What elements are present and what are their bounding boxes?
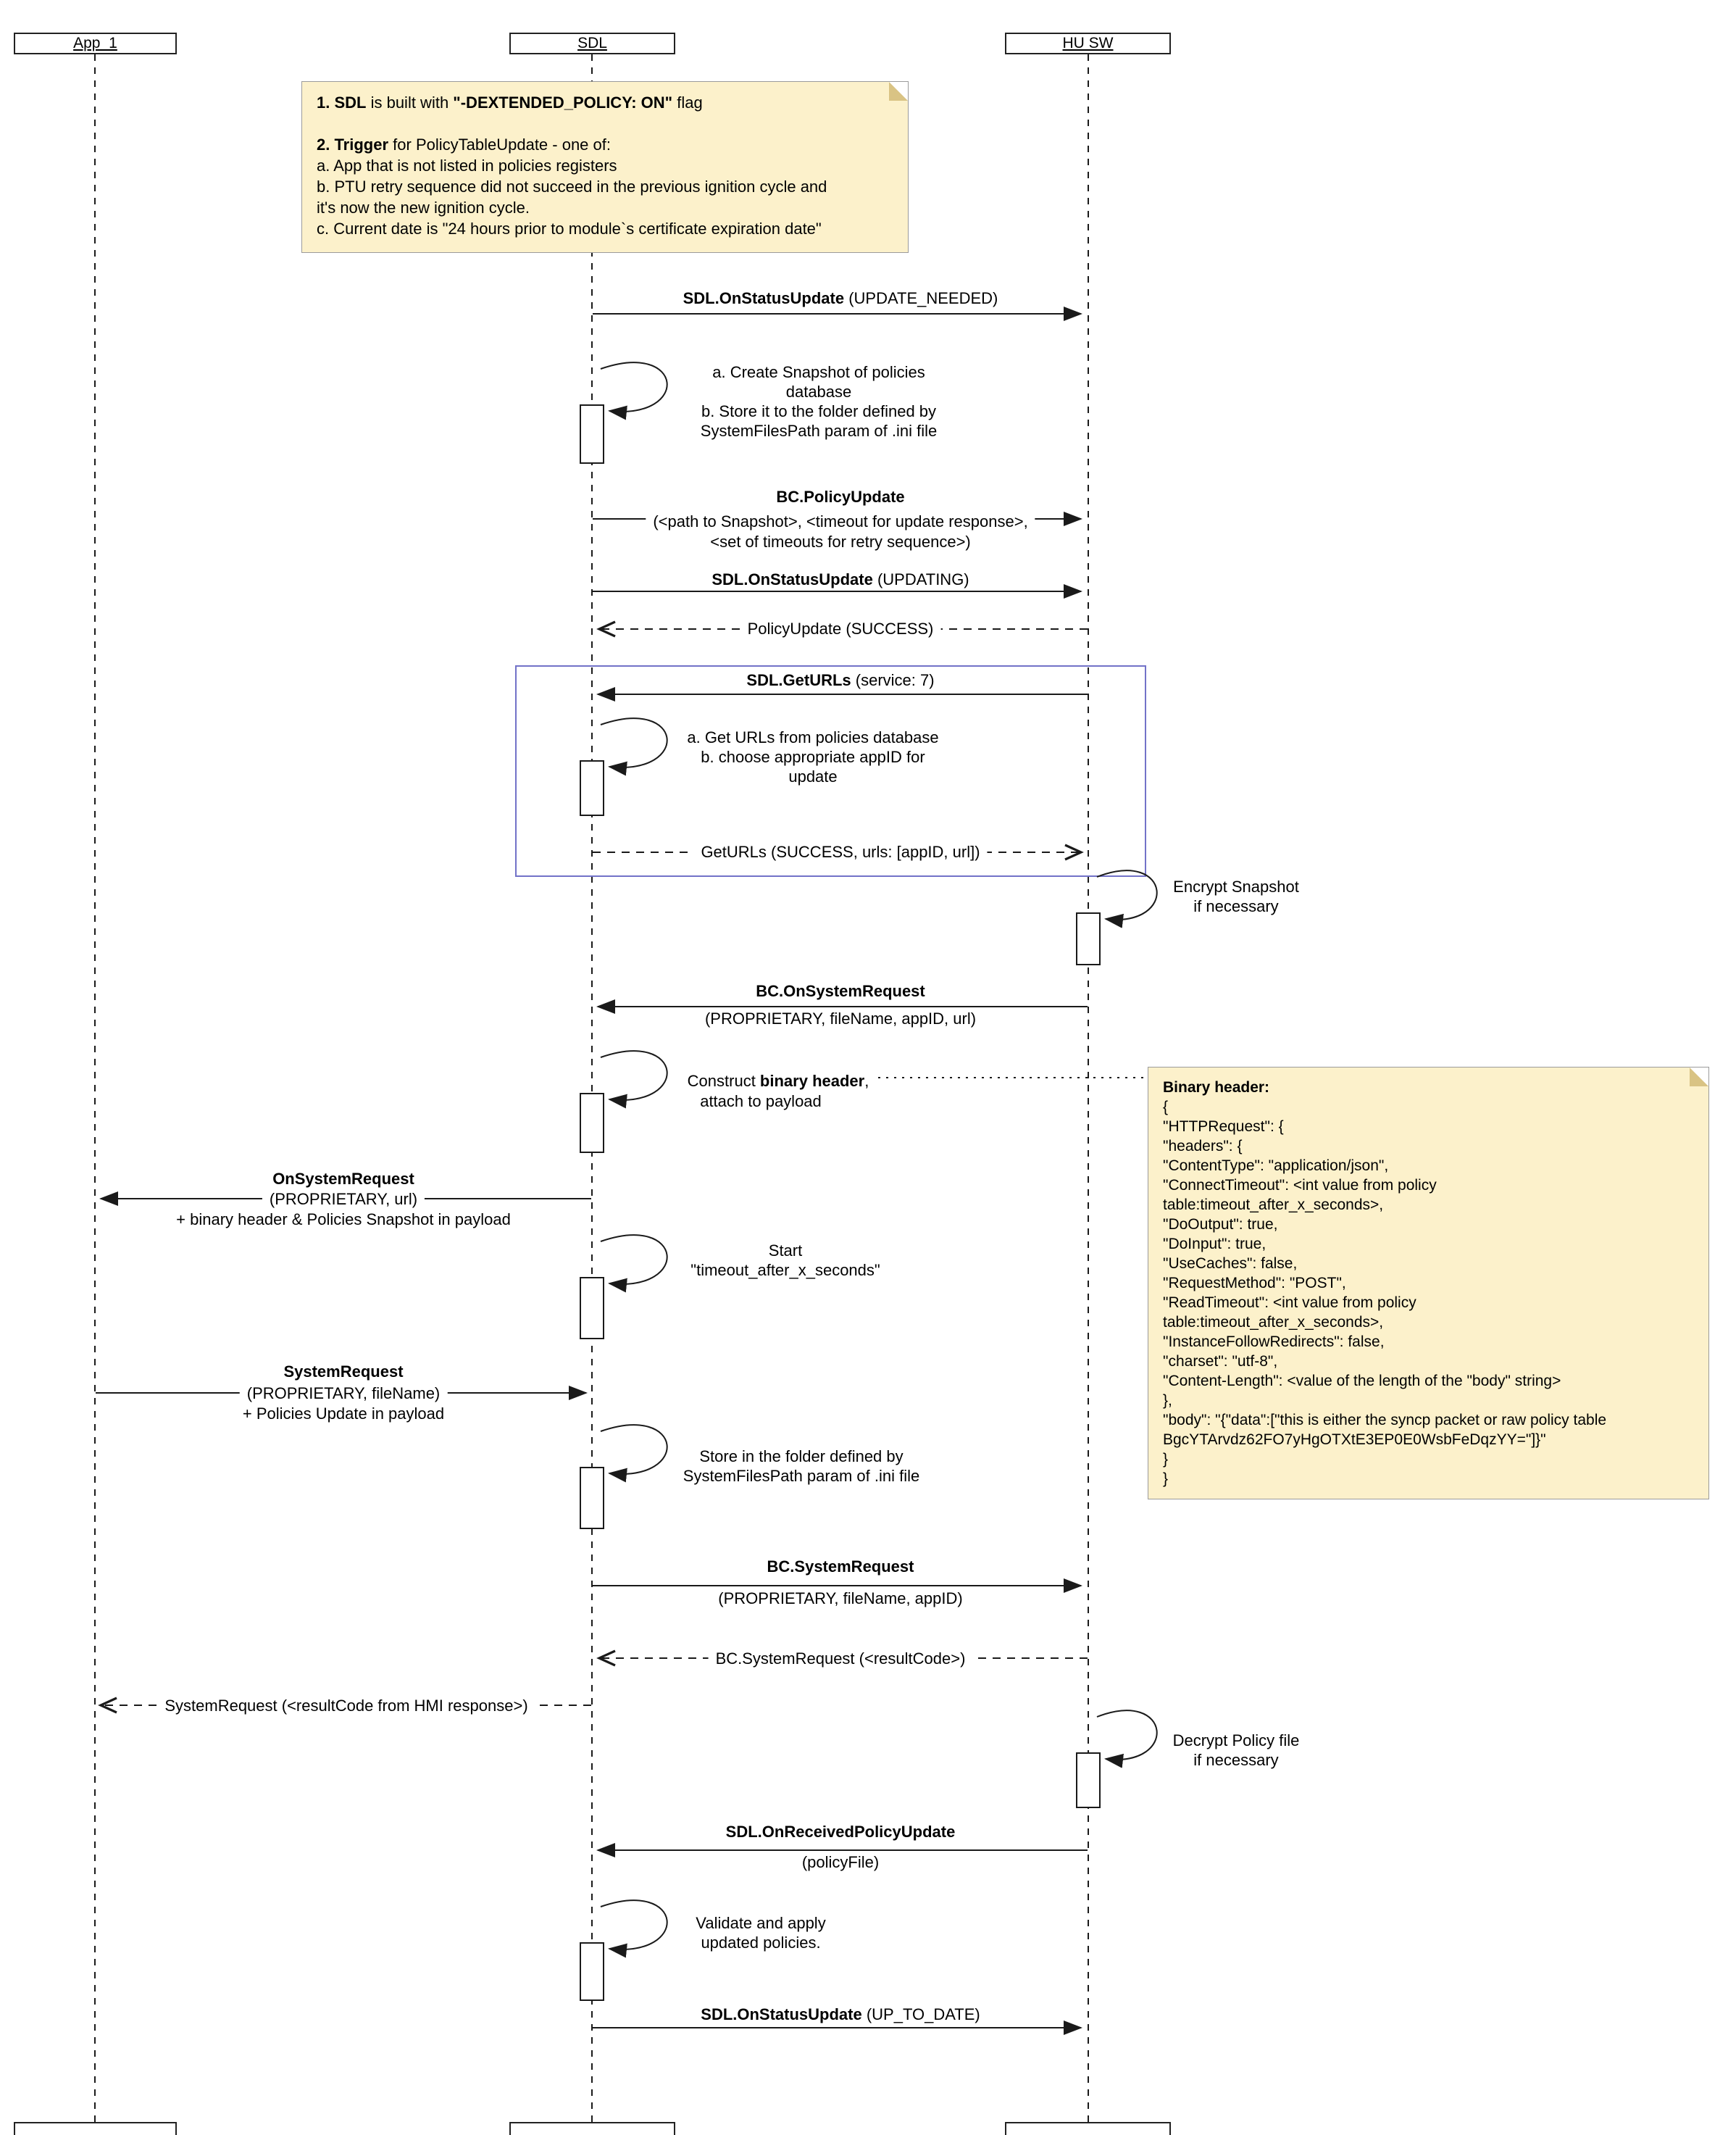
msg-name: SDL.OnStatusUpdate xyxy=(701,2005,862,2023)
self-arrow-get-urls xyxy=(600,717,668,776)
msg-encrypt-snapshot: Encrypt Snapshot if necessary xyxy=(1173,878,1299,915)
msg-onsystemrequest-name: OnSystemRequest xyxy=(272,1170,414,1188)
self-arrow-decrypt xyxy=(1096,1710,1158,1768)
msg-onreceivedpolicyupdate-name: SDL.OnReceivedPolicyUpdate xyxy=(725,1823,956,1841)
msg-onsystemrequest-bc-args: (PROPRIETARY, fileName, appID, url) xyxy=(704,1010,977,1028)
msg-store-folder: Store in the folder defined by SystemFil… xyxy=(683,1447,920,1485)
lifeline-head-sdl: SDL xyxy=(509,33,675,54)
msg-args: (UPDATING) xyxy=(872,570,969,588)
activation-bar xyxy=(580,404,604,464)
self-arrow-start-timeout xyxy=(600,1234,668,1293)
msg-systemrequest-resultcode: BC.SystemRequest (<resultCode>) xyxy=(708,1649,973,1668)
self-arrow-validate xyxy=(600,1899,668,1958)
msg-onsystemrequest-bc-name: BC.OnSystemRequest xyxy=(756,982,925,1000)
msg-geturls: SDL.GetURLs (service: 7) xyxy=(746,670,934,690)
msg-policyupdate-args1: (<path to Snapshot>, <timeout for update… xyxy=(646,512,1035,531)
msg-name: SDL.GetURLs xyxy=(746,671,851,689)
note-text: is built with xyxy=(366,93,454,112)
lifeline-foot-app1 xyxy=(14,2122,177,2135)
self-arrow-store-folder xyxy=(600,1424,668,1483)
note-binary-header: Binary header: { "HTTPRequest": { "heade… xyxy=(1148,1067,1709,1499)
note-line-2: 2. Trigger for PolicyTableUpdate - one o… xyxy=(317,134,893,155)
activation-bar xyxy=(1076,1752,1101,1808)
note-text: flag xyxy=(672,93,703,112)
note-text: "-DEXTENDED_POLICY: ON" xyxy=(453,93,673,112)
lifeline-head-app1: App_1 xyxy=(14,33,177,54)
self-arrow-encrypt xyxy=(1096,870,1158,928)
msg-name: SDL.OnStatusUpdate xyxy=(711,570,873,588)
msg-args: (UP_TO_DATE) xyxy=(861,2005,980,2023)
activation-bar xyxy=(1076,912,1101,965)
lifeline-label-husw: HU SW xyxy=(1062,35,1114,51)
frame-geturls xyxy=(515,665,1146,877)
msg-policyupdate-name: BC.PolicyUpdate xyxy=(776,488,905,506)
lifeline-label-sdl: SDL xyxy=(577,35,607,51)
note-binary-body: { "HTTPRequest": { "headers": { "Content… xyxy=(1163,1099,1607,1487)
msg-onstatusupdate-updating: SDL.OnStatusUpdate (UPDATING) xyxy=(711,570,969,589)
activation-bar xyxy=(580,1277,604,1339)
lifeline-foot-husw xyxy=(1005,2122,1171,2135)
msg-start-timeout: Start "timeout_after_x_seconds" xyxy=(690,1241,880,1279)
msg-systemrequest-args: (PROPRIETARY, fileName) xyxy=(239,1383,448,1403)
msg-systemrequest-bc-args: (PROPRIETARY, fileName, appID) xyxy=(718,1589,963,1607)
msg-construct-binary-header: Construct binary header, xyxy=(688,1071,869,1091)
msg-onsystemrequest-args: (PROPRIETARY, url) xyxy=(262,1189,425,1209)
activation-bar xyxy=(580,1093,604,1153)
msg-policyupdate-args2: <set of timeouts for retry sequence>) xyxy=(710,533,971,551)
note-build-flags: 1. SDL is built with "-DEXTENDED_POLICY:… xyxy=(301,81,909,253)
note-spacer xyxy=(317,113,893,134)
msg-args: (UPDATE_NEEDED) xyxy=(844,289,998,307)
msg-text-bold: binary header xyxy=(759,1072,865,1090)
note-trigger-items: a. App that is not listed in policies re… xyxy=(317,157,827,238)
activation-bar xyxy=(580,1467,604,1529)
msg-decrypt-policy: Decrypt Policy file if necessary xyxy=(1172,1731,1300,1769)
msg-name: SDL.OnStatusUpdate xyxy=(683,289,845,307)
msg-text: , xyxy=(864,1072,869,1090)
msg-onreceivedpolicyupdate-args: (policyFile) xyxy=(801,1853,880,1871)
activation-bar xyxy=(580,760,604,816)
note-binary-title: Binary header: xyxy=(1163,1079,1270,1096)
msg-args: (service: 7) xyxy=(851,671,935,689)
note-text: 2. Trigger xyxy=(317,136,389,154)
msg-get-urls-self: a. Get URLs from policies database b. ch… xyxy=(687,728,939,786)
msg-policyupdate-success: PolicyUpdate (SUCCESS) xyxy=(740,619,941,638)
note-text: 1. SDL xyxy=(317,93,367,112)
msg-onstatusupdate-uptodate: SDL.OnStatusUpdate (UP_TO_DATE) xyxy=(701,2005,980,2024)
msg-systemrequest-bc-name: BC.SystemRequest xyxy=(767,1557,914,1576)
msg-attach-payload: attach to payload xyxy=(700,1092,822,1110)
msg-text: Construct xyxy=(687,1072,760,1090)
self-arrow-binary-header xyxy=(600,1050,668,1109)
msg-systemrequest-payload: + Policies Update in payload xyxy=(242,1404,445,1423)
msg-onsystemrequest-payload: + binary header & Policies Snapshot in p… xyxy=(176,1210,511,1228)
msg-create-snapshot: a. Create Snapshot of policies database … xyxy=(700,363,938,440)
msg-onstatusupdate-needed: SDL.OnStatusUpdate (UPDATE_NEEDED) xyxy=(683,288,998,308)
msg-geturls-success: GetURLs (SUCCESS, urls: [appID, url]) xyxy=(693,842,988,862)
msg-validate-apply: Validate and apply updated policies. xyxy=(696,1914,826,1952)
note-text: for PolicyTableUpdate - one of: xyxy=(388,136,611,154)
self-arrow-create-snapshot xyxy=(600,362,668,420)
activation-bar xyxy=(580,1942,604,2001)
msg-systemrequest-name: SystemRequest xyxy=(283,1362,404,1381)
lifeline-head-husw: HU SW xyxy=(1005,33,1171,54)
lifeline-label-app1: App_1 xyxy=(73,35,117,51)
note-line-1: 1. SDL is built with "-DEXTENDED_POLICY:… xyxy=(317,92,893,113)
msg-systemrequest-hmi-result: SystemRequest (<resultCode from HMI resp… xyxy=(157,1696,535,1715)
lifeline-foot-sdl xyxy=(509,2122,675,2135)
